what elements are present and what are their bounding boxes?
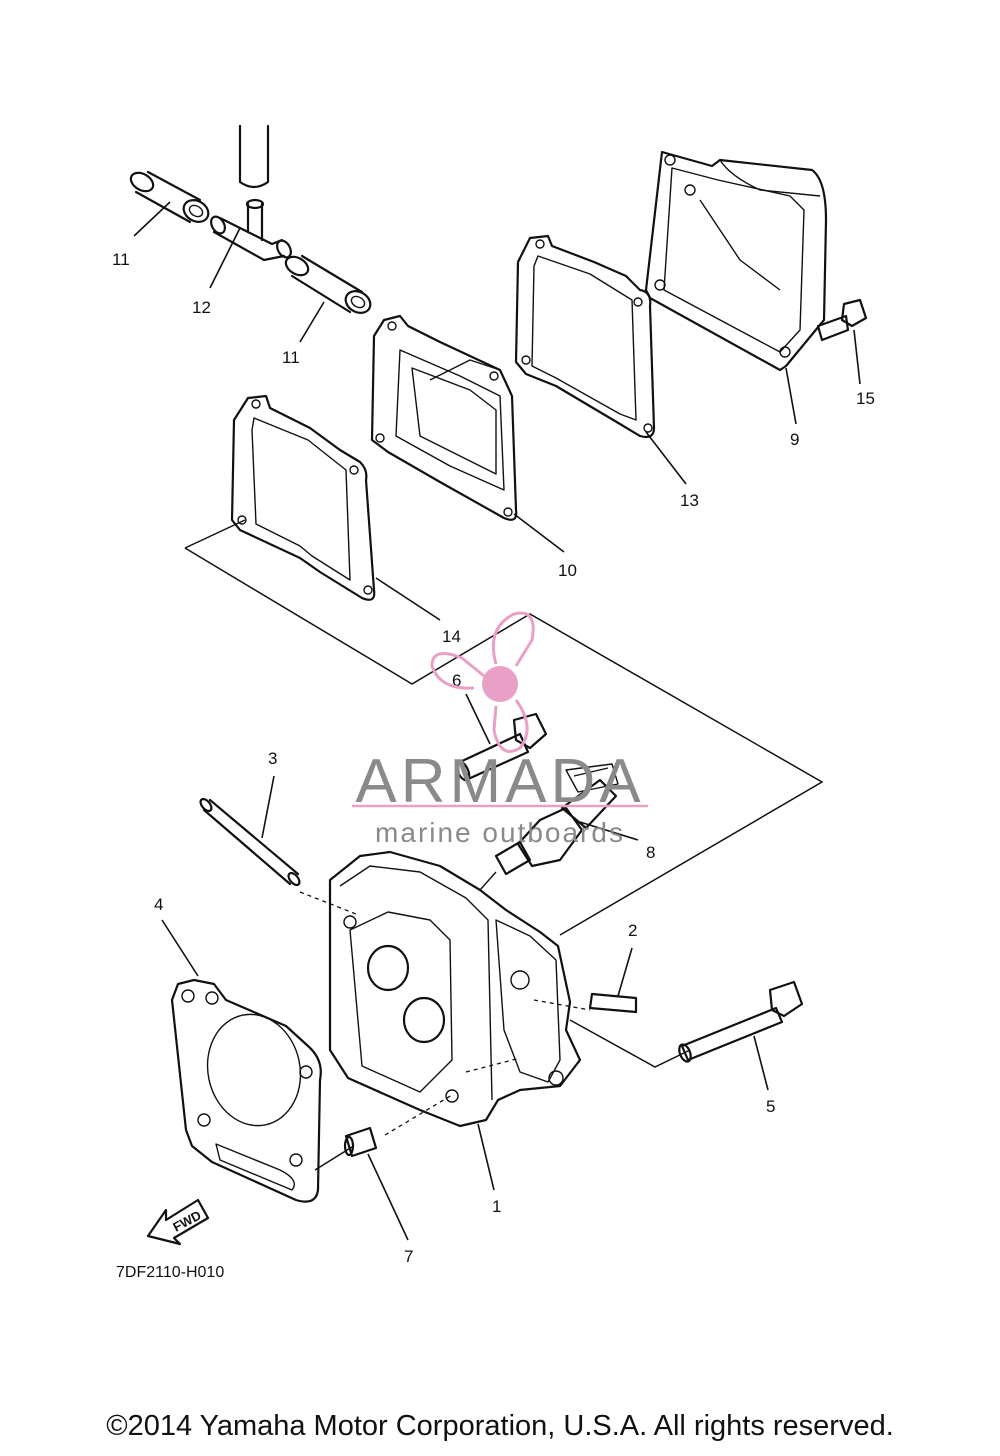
callout-4: 4 [154, 895, 163, 914]
callout-1: 1 [492, 1197, 501, 1216]
spark-plug-8 [494, 763, 619, 876]
t-joint-12 [210, 198, 292, 262]
callout-11-left: 11 [112, 250, 130, 269]
callout-8: 8 [646, 843, 655, 862]
watermark-brand: ARMADA [355, 747, 644, 816]
callout-15: 15 [856, 389, 875, 408]
callout-14: 14 [442, 627, 461, 646]
fwd-arrow-icon: FWD [146, 1198, 210, 1246]
bolt-5 [678, 980, 804, 1063]
hose-11-right [284, 254, 372, 314]
diagram-code: 7DF2110-H010 [116, 1264, 225, 1281]
callout-3: 3 [268, 749, 277, 768]
callout-7: 7 [404, 1247, 413, 1266]
callout-12: 12 [192, 298, 211, 317]
hose-pipe [238, 124, 270, 189]
callout-10: 10 [558, 561, 577, 580]
callout-2: 2 [628, 921, 637, 940]
callout-labels: 11 12 11 9 15 13 10 14 6 3 8 4 2 5 1 7 [112, 250, 875, 1266]
gasket-14 [230, 394, 376, 601]
dowel-7 [343, 1126, 378, 1158]
cylinder-head-1 [299, 850, 591, 1128]
stud-3 [199, 797, 301, 887]
gasket-13 [514, 234, 656, 439]
callout-6: 6 [452, 671, 461, 690]
bolt-15 [816, 298, 868, 342]
callout-5: 5 [766, 1097, 775, 1116]
stud-2 [588, 992, 638, 1014]
watermark: ARMADA marine outboards [352, 611, 648, 848]
breather-plate-10 [370, 314, 518, 521]
callout-9: 9 [790, 430, 799, 449]
propeller-logo-icon [430, 611, 535, 753]
copyright-notice: ©2014 Yamaha Motor Corporation, U.S.A. A… [106, 1410, 894, 1442]
hose-11-left [129, 170, 210, 224]
head-gasket-4 [170, 978, 322, 1203]
callout-11-right: 11 [282, 348, 300, 367]
head-cover-9 [644, 150, 828, 372]
callout-13: 13 [680, 491, 699, 510]
propeller-hub [482, 666, 518, 702]
watermark-tagline: marine outboards [375, 817, 625, 848]
leader-lines [133, 201, 861, 1241]
